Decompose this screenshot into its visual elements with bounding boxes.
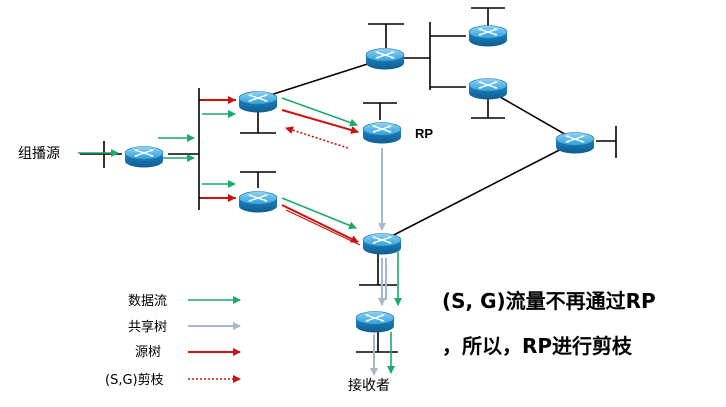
shared-tree-arrows <box>370 148 387 376</box>
router-icon <box>238 90 278 114</box>
router-icon <box>555 131 595 155</box>
router-icon <box>355 310 395 334</box>
source-label: 组播源 <box>18 146 60 162</box>
prune-arrow <box>285 126 349 149</box>
router-icon <box>238 190 278 214</box>
link-r7-r8 <box>383 141 576 241</box>
legend-shared-tree-label: 共享树 <box>128 319 167 335</box>
router-icon <box>362 232 402 256</box>
routers <box>124 24 595 334</box>
rp-label: RP <box>415 126 433 141</box>
source-tree-arrows <box>202 96 361 246</box>
legend: 数据流 共享树 源树 (S,G)剪枝 <box>105 294 241 388</box>
router-icon <box>362 121 402 145</box>
router-icon <box>468 77 508 101</box>
link-r5-r7 <box>487 89 576 141</box>
statement-line-2: ，所以，RP进行剪枝 <box>442 334 633 358</box>
receiver-label: 接收者 <box>348 377 390 394</box>
data-flow-arrows <box>78 97 402 374</box>
legend-source-tree-label: 源树 <box>135 345 161 360</box>
link-r1-r3 <box>257 59 381 100</box>
legend-prune-label: (S,G)剪枝 <box>105 372 164 388</box>
router-icon <box>124 145 164 169</box>
router-icon <box>365 47 405 71</box>
legend-data-flow-label: 数据流 <box>128 294 167 309</box>
statement-line-1: (S, G)流量不再通过RP <box>442 289 656 313</box>
router-icon <box>468 24 508 48</box>
